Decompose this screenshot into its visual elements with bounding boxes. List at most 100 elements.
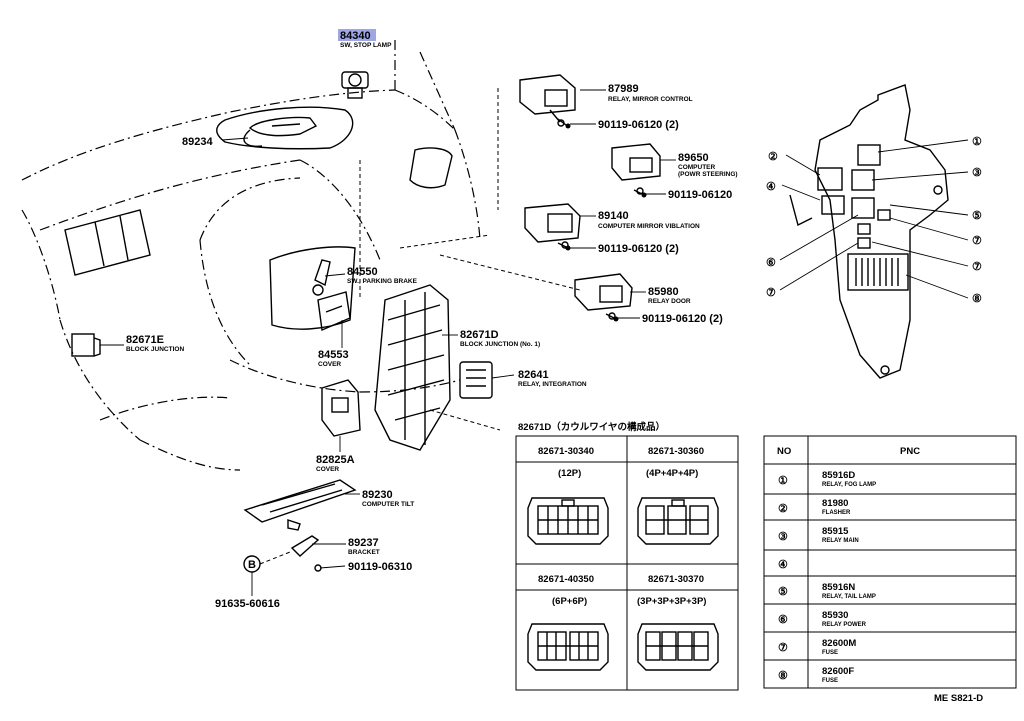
pnc-row-2-no: ②	[778, 503, 788, 515]
connector-pins-1: (12P)	[558, 468, 581, 479]
part-number-89650[interactable]: 89650	[678, 152, 709, 164]
part-number-90119-c[interactable]: 90119-06120 (2)	[598, 243, 679, 255]
part-84340-drawing	[341, 71, 369, 99]
relay-marker-6: ⑥	[766, 257, 776, 269]
pnc-row-7-desc: FUSE	[822, 650, 838, 656]
part-number-82671E[interactable]: 82671E	[126, 334, 164, 346]
pnc-row-7-pnc[interactable]: 82600M	[822, 638, 856, 649]
part-number-89237[interactable]: 89237	[348, 537, 379, 549]
pnc-row-3-desc: RELAY MAIN	[822, 538, 859, 544]
connector-pn-4[interactable]: 82671-30370	[648, 574, 704, 585]
part-82825A-drawing	[321, 379, 361, 437]
part-desc-82641: RELAY, INTEGRATION	[518, 381, 587, 388]
pnc-row-6-no: ⑥	[778, 614, 788, 626]
connector-pn-1[interactable]: 82671-30340	[538, 446, 594, 457]
relay-marker-7b: ⑦	[972, 261, 982, 273]
relay-marker-3: ③	[972, 167, 982, 179]
connector-pn-2[interactable]: 82671-30360	[648, 446, 704, 457]
part-89237-drawing	[290, 535, 322, 572]
connector-shape-3	[527, 623, 609, 671]
pnc-row-8-no: ⑧	[778, 670, 788, 682]
connector-pins-3: (6P+6P)	[552, 596, 587, 607]
relay-marker-8: ⑧	[972, 293, 982, 305]
pnc-row-3-no: ③	[778, 531, 788, 543]
bolt-icons	[557, 118, 647, 322]
part-number-90119-d[interactable]: 90119-06120 (2)	[642, 313, 723, 325]
pnc-row-4-no: ④	[778, 559, 788, 571]
part-84550-drawing	[312, 259, 331, 296]
part-82671D-drawing	[374, 284, 451, 451]
connector-pn-3[interactable]: 82671-40350	[538, 574, 594, 585]
part-number-90119-b[interactable]: 90119-06120	[668, 189, 732, 201]
part-number-82825A[interactable]: 82825A	[316, 454, 355, 466]
part-number-84340[interactable]: 84340	[340, 30, 371, 42]
pnc-row-1-pnc[interactable]: 85916D	[822, 470, 855, 481]
part-desc-85980: RELAY DOOR	[648, 298, 691, 305]
pnc-row-1-no: ①	[778, 475, 788, 487]
highlight-box	[338, 29, 376, 41]
part-desc-87989: RELAY, MIRROR CONTROL	[608, 96, 693, 103]
part-number-85980[interactable]: 85980	[648, 286, 679, 298]
part-number-90119-a[interactable]: 90119-06120 (2)	[598, 119, 679, 131]
part-desc-89230: COMPUTER TILT	[362, 501, 414, 508]
part-number-89230[interactable]: 89230	[362, 489, 393, 501]
pnc-row-6-pnc[interactable]: 85930	[822, 610, 848, 621]
part-number-91635[interactable]: 91635-60616	[215, 598, 280, 610]
pnc-header-pnc: PNC	[900, 446, 920, 457]
pnc-row-6-desc: RELAY POWER	[822, 622, 867, 628]
part-84553-drawing	[317, 291, 351, 332]
connector-shape-4	[637, 623, 719, 671]
part-number-89140[interactable]: 89140	[598, 210, 629, 222]
part-89230-drawing	[243, 479, 357, 531]
relay-marker-4: ④	[766, 181, 776, 193]
bolt-marker-circle	[243, 555, 261, 573]
pnc-row-5-pnc[interactable]: 85916N	[822, 582, 855, 593]
relay-marker-1: ①	[972, 136, 982, 148]
part-89234-drawing	[243, 116, 318, 147]
part-82641-drawing	[459, 361, 493, 399]
part-number-84553[interactable]: 84553	[318, 349, 349, 361]
part-number-89234[interactable]: 89234	[182, 136, 213, 148]
connector-table-title: 82671D（カウルワイヤの構成品）	[518, 421, 665, 433]
relay-block-drawing	[789, 84, 949, 379]
part-number-82671D[interactable]: 82671D	[460, 329, 499, 341]
pnc-header-no: NO	[777, 446, 791, 457]
part-89650-drawing	[611, 143, 661, 195]
part-desc-84550: SW., PARKING BRAKE	[347, 278, 418, 285]
part-desc-84553: COVER	[318, 361, 341, 368]
part-number-84550[interactable]: 84550	[347, 266, 378, 278]
part-desc-89650-line1: COMPUTER	[678, 164, 716, 171]
connector-shape-2	[637, 497, 719, 545]
pnc-row-2-desc: FLASHER	[822, 510, 851, 516]
pnc-row-5-desc: RELAY, TAIL LAMP	[822, 594, 876, 600]
pnc-table: NO PNC ① 85916D RELAY, FOG LAMP ② 81980 …	[763, 435, 1017, 689]
part-desc-82825A: COVER	[316, 466, 339, 473]
relay-marker-7a: ⑦	[972, 235, 982, 247]
part-number-90119-e[interactable]: 90119-06310	[348, 561, 412, 573]
part-desc-82671E: BLOCK JUNCTION	[126, 346, 184, 353]
relay-marker-7c: ⑦	[766, 287, 776, 299]
connector-pins-4: (3P+3P+3P+3P)	[637, 596, 706, 607]
bolt-marker-label: B	[248, 559, 256, 571]
part-desc-89650-line2: (POWR STEERING)	[678, 171, 738, 178]
pnc-row-3-pnc[interactable]: 85915	[822, 526, 849, 537]
part-desc-89140: COMPUTER MIRROR VIBLATION	[598, 223, 700, 230]
pnc-row-8-pnc[interactable]: 82600F	[822, 666, 854, 677]
connector-shape-1	[527, 497, 609, 545]
relay-block-leaders	[779, 139, 969, 299]
connector-pins-2: (4P+4P+4P)	[646, 468, 698, 479]
leader-lines	[100, 89, 676, 596]
footer-code: ME S821-D	[934, 693, 983, 704]
connector-table: 82671D（カウルワイヤの構成品） 82671-30340 82671-303…	[515, 421, 739, 691]
relay-marker-5: ⑤	[972, 210, 982, 222]
pnc-row-1-desc: RELAY, FOG LAMP	[822, 482, 876, 488]
pnc-row-2-pnc[interactable]: 81980	[822, 498, 848, 509]
part-number-82641[interactable]: 82641	[518, 369, 549, 381]
pnc-row-7-no: ⑦	[778, 642, 788, 654]
part-number-87989[interactable]: 87989	[608, 83, 639, 95]
dashboard-outline	[21, 40, 581, 471]
part-desc-89237: BRACKET	[348, 549, 380, 556]
part-85980-drawing	[574, 273, 633, 320]
part-87989-drawing	[519, 74, 576, 127]
